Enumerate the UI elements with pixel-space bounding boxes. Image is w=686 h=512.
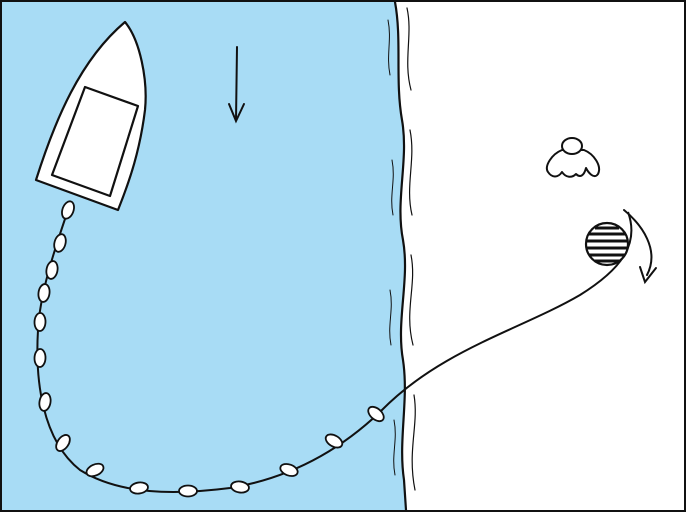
float xyxy=(34,349,46,367)
water-area xyxy=(2,2,406,510)
drum-icon xyxy=(586,223,628,265)
float xyxy=(179,486,197,497)
float xyxy=(34,313,46,331)
